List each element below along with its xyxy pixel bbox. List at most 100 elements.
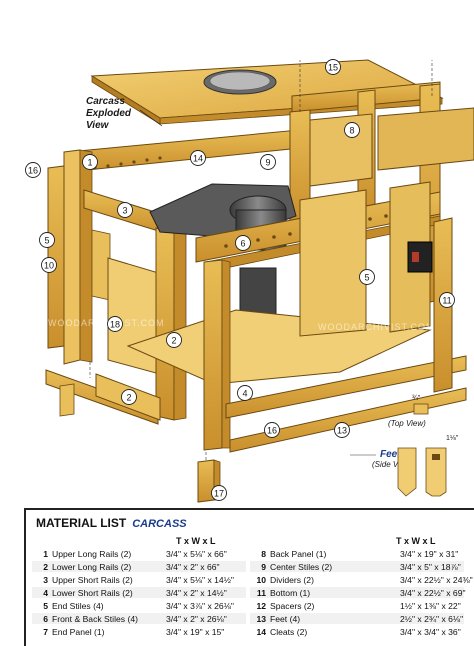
part-dimensions: 3/4" x 2" x 66" [166, 562, 220, 572]
part-dimensions: 2½" x 2¾" x 6⅛" [400, 614, 464, 624]
svg-text:(Top View): (Top View) [388, 419, 426, 428]
callout-circle [190, 150, 206, 166]
callout-number: 2 [126, 392, 131, 402]
callout-number: 8 [349, 125, 354, 135]
part-name: Front & Back Stiles (4) [52, 614, 138, 624]
svg-text:View: View [86, 120, 110, 131]
part-dimensions: 3/4" x 2" x 14½" [166, 588, 227, 598]
material-list-subtitle: CARCASS [132, 518, 187, 530]
part-name: Lower Long Rails (2) [52, 562, 132, 572]
back-frame [67, 81, 474, 305]
callout-circle [264, 422, 280, 438]
explode-lines [89, 60, 433, 462]
dim-header-right: T x W x L [396, 536, 436, 546]
part-number: 10 [256, 575, 266, 585]
callout-circle [235, 235, 251, 251]
part-number: 1 [43, 549, 48, 559]
svg-text:Carcass: Carcass [86, 96, 125, 107]
material-row: 13 Feet (4) 2½" x 2¾" x 6⅛" [252, 613, 463, 625]
part-name: Cleats (2) [270, 627, 308, 637]
part-name: Upper Long Rails (2) [52, 549, 132, 559]
part-name: Bottom (1) [270, 588, 311, 598]
callout-number: 17 [214, 488, 224, 498]
callout-circle [41, 257, 57, 273]
part-dimensions: 3/4" x 5⅛" x 66" [166, 549, 227, 559]
diagram-title: Carcass Exploded View [86, 96, 163, 131]
callout-circle [25, 162, 41, 178]
watermark: WOODARCHIVIST.COM WOODARCHIVIST.COM [48, 318, 435, 332]
callout-number: 6 [240, 238, 245, 248]
part-dimensions: 3/4" x 5⅛" x 14½" [166, 575, 234, 585]
callout-number: 11 [442, 295, 451, 305]
svg-text:¾": ¾" [412, 395, 421, 402]
callout-circle [260, 154, 276, 170]
callout-number: 18 [110, 319, 120, 329]
material-row: 1 Upper Long Rails (2) 3/4" x 5⅛" x 66" [34, 548, 227, 560]
part-number: 5 [43, 601, 48, 611]
callout-number: 5 [364, 272, 369, 282]
callout-number: 9 [265, 157, 270, 167]
callout-number: 13 [337, 425, 347, 435]
carcass-exploded-diagram: WOODARCHIVIST.COM WOODARCHIVIST.COM Carc… [25, 59, 474, 503]
callout-circle [439, 292, 455, 308]
part-number: 4 [43, 588, 48, 598]
part-number: 11 [256, 588, 266, 598]
row-shade [32, 613, 246, 624]
callout-number: 2 [171, 335, 176, 345]
callout-circle [166, 332, 182, 348]
part-number: 6 [43, 614, 48, 624]
part-dimensions: 3/4" x 3⅞" x 26⅛" [166, 601, 234, 611]
part-number: 13 [256, 614, 266, 624]
callout-circle [325, 59, 341, 75]
svg-text:1⅛": 1⅛" [446, 435, 459, 442]
row-shade [32, 561, 246, 572]
part-name: Center Stiles (2) [270, 562, 333, 572]
callout-circle [117, 202, 133, 218]
part-dimensions: 3/4" x 22½" x 24⅜" [400, 575, 473, 585]
part-name: Back Panel (1) [270, 549, 327, 559]
part-number: 12 [256, 601, 266, 611]
callout-number: 15 [328, 62, 338, 72]
callout-number: 14 [193, 153, 203, 163]
svg-text:Feet: Feet [380, 449, 401, 460]
material-row: 12 Spacers (2) 1½" x 1⅜" x 22" [252, 600, 460, 612]
material-row: 2 Lower Long Rails (2) 3/4" x 2" x 66" [34, 561, 219, 573]
part-number: 2 [43, 562, 48, 572]
part-name: Dividers (2) [270, 575, 314, 585]
part-dimensions: 3/4" x 3/4" x 36" [400, 627, 461, 637]
svg-text:WOODARCHIVIST.COM: WOODARCHIVIST.COM [318, 322, 435, 332]
material-row: 5 End Stiles (4) 3/4" x 3⅞" x 26⅛" [34, 600, 234, 612]
row-shade [32, 587, 246, 598]
svg-text:Exploded: Exploded [86, 108, 132, 119]
callout-number: 5 [44, 235, 49, 245]
loose-parts [45, 369, 221, 503]
row-shade [250, 587, 464, 598]
callout-number: 10 [44, 260, 54, 270]
svg-text:(Side View): (Side View) [372, 460, 413, 469]
callout-circle [334, 422, 350, 438]
callout-number: 4 [242, 388, 247, 398]
part-number: 8 [261, 549, 266, 559]
svg-text:WOODARCHIVIST.COM: WOODARCHIVIST.COM [48, 318, 165, 328]
part-name: Upper Short Rails (2) [52, 575, 133, 585]
dim-header-left: T x W x L [176, 536, 216, 546]
part-name: Spacers (2) [270, 601, 315, 611]
part-number: 9 [261, 562, 266, 572]
callout-circle [39, 232, 55, 248]
part-name: End Stiles (4) [52, 601, 104, 611]
part-name: Feet (4) [270, 614, 301, 624]
callout-circle [344, 122, 360, 138]
callout-circle [121, 389, 137, 405]
callout-markers: 15161149836510521811421613171313 [25, 59, 455, 501]
material-row: 10 Dividers (2) 3/4" x 22½" x 24⅜" [252, 574, 472, 586]
callout-circle [211, 485, 227, 501]
part-dimensions: 1½" x 1⅜" x 22" [400, 601, 461, 611]
front-lower-assembly [203, 217, 467, 453]
callout-number: 3 [122, 205, 127, 215]
